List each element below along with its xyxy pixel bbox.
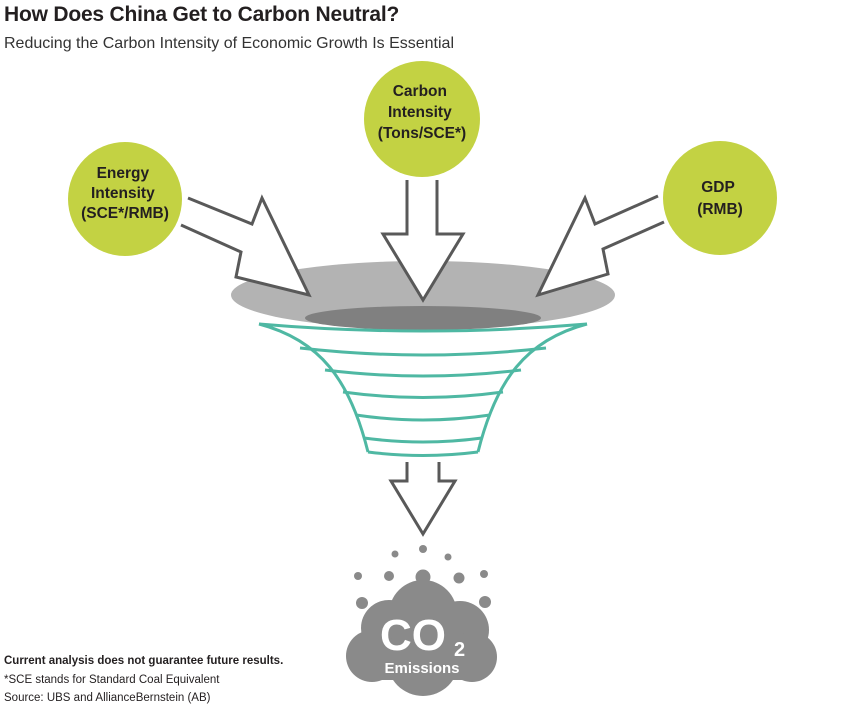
svg-text:GDP (RMB): GDP (RMB) — [697, 179, 743, 218]
node-energy-intensity: Energy Intensity (SCE*/RMB) — [68, 142, 182, 256]
page-title: How Does China Get to Carbon Neutral? — [4, 3, 400, 26]
footnote-text: *SCE stands for Standard Coal Equivalent — [4, 674, 220, 686]
carbon-intensity-arrow — [380, 180, 466, 303]
co2-cloud — [346, 580, 497, 696]
source-text: Source: UBS and AllianceBernstein (AB) — [4, 692, 211, 704]
co2-symbol: CO — [380, 611, 446, 660]
gdp-arrow — [535, 194, 665, 298]
gdp-line-2: (RMB) — [697, 201, 743, 218]
energy-intensity-line-3: (SCE*/RMB) — [81, 205, 169, 222]
node-gdp: GDP (RMB) — [663, 141, 777, 255]
gdp-line-1: GDP — [701, 179, 734, 196]
carbon-intensity-line-1: Carbon — [393, 83, 447, 100]
svg-text:Carbon Intensity (: Carbon Intensity (Tons/SCE*) — [378, 83, 466, 142]
energy-intensity-line-1: Energy — [97, 165, 150, 182]
co2-subscript: 2 — [454, 639, 465, 661]
carbon-intensity-line-3: (Tons/SCE*) — [378, 125, 466, 142]
output-arrow — [388, 462, 458, 537]
page-subtitle: Reducing the Carbon Intensity of Economi… — [4, 35, 454, 52]
funnel-opening — [305, 306, 541, 330]
disclaimer-text: Current analysis does not guarantee futu… — [4, 655, 284, 667]
funnel-body — [258, 322, 588, 457]
svg-text:Energy Intensity (: Energy Intensity (SCE*/RMB) — [81, 165, 169, 222]
carbon-intensity-line-2: Intensity — [388, 104, 452, 121]
energy-intensity-arrow — [180, 194, 312, 298]
energy-intensity-line-2: Intensity — [91, 185, 155, 202]
node-carbon-intensity: Carbon Intensity (Tons/SCE*) — [364, 61, 480, 177]
emissions-label: Emissions — [384, 660, 459, 677]
